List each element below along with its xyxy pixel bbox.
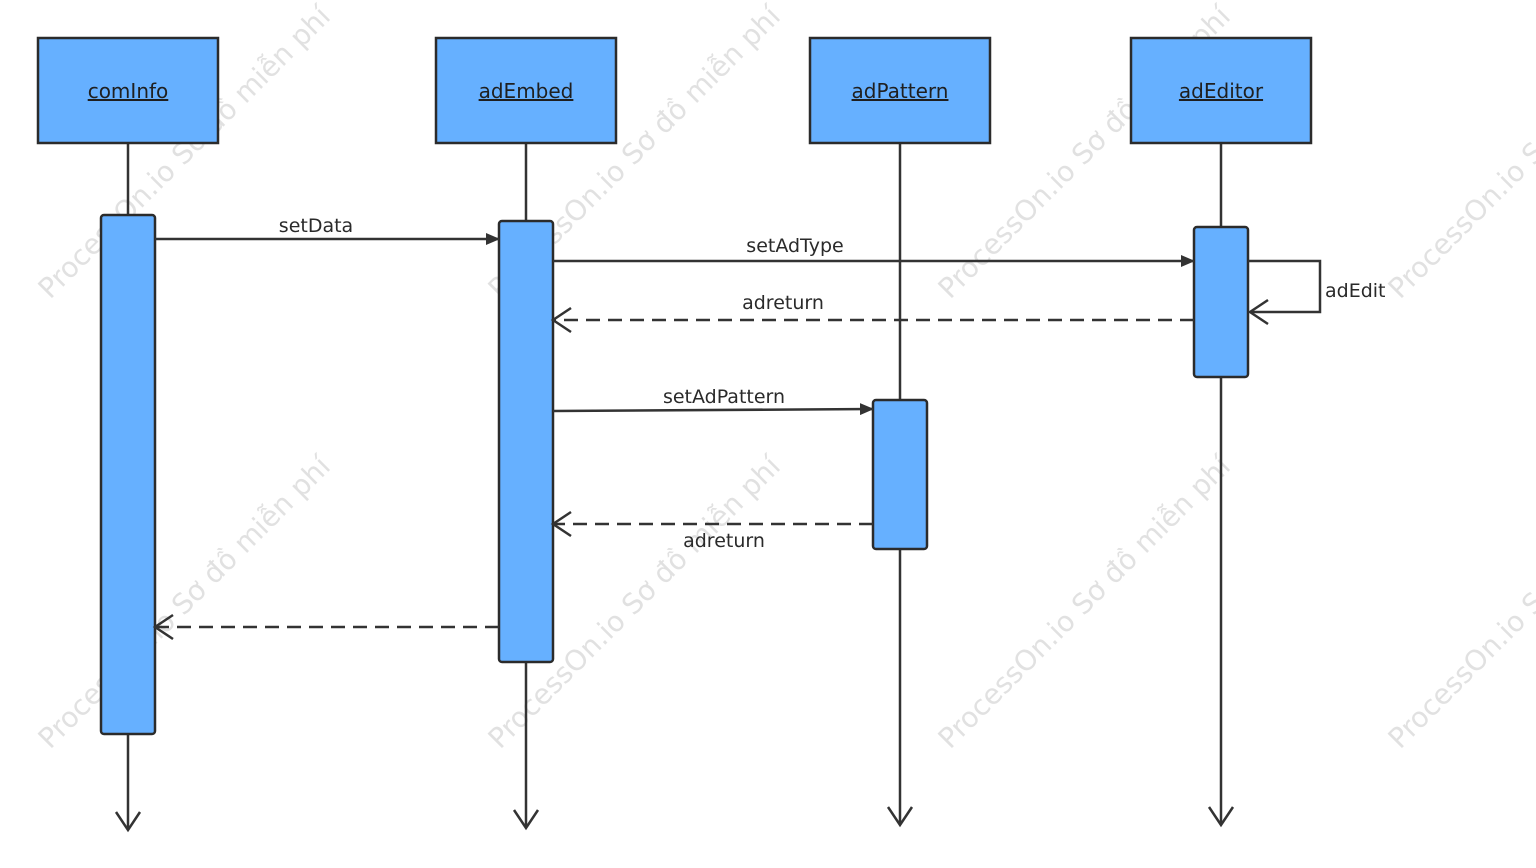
watermark-7: ProcessOn.io Sơ đồ miễn phí — [932, 449, 1238, 755]
participant-adembed[interactable]: adEmbed — [434, 36, 618, 145]
message-adreturn1-arrowhead — [550, 306, 572, 334]
activations — [99, 213, 1250, 736]
participant-cominfo-label: comInfo — [88, 79, 169, 103]
message-adreturn1-label: adreturn — [742, 292, 824, 314]
activation-adpattern[interactable] — [871, 398, 929, 551]
messages — [152, 233, 1322, 641]
participant-adembed-label: adEmbed — [479, 79, 574, 103]
watermark-5: ProcessOn.io Sơ đồ miễn phí — [32, 449, 338, 755]
participant-cominfo[interactable]: comInfo — [36, 36, 220, 145]
activation-adeditor[interactable] — [1192, 225, 1250, 379]
participant-adpattern[interactable]: adPattern — [808, 36, 992, 145]
message-adedit-arrowhead — [1247, 298, 1269, 326]
message-adedit-arrow[interactable] — [1248, 259, 1322, 314]
participants: comInfo adEmbed adPattern adEditor — [36, 36, 1313, 145]
lifeline-adpattern-end-arrow — [886, 806, 914, 828]
participant-adeditor[interactable]: adEditor — [1129, 36, 1313, 145]
message-setdata-label: setData — [279, 215, 353, 237]
message-adreturn2-arrowhead — [550, 510, 572, 538]
participant-adpattern-label: adPattern — [852, 79, 949, 103]
activation-cominfo[interactable] — [99, 213, 157, 736]
lifeline-adembed-end-arrow — [512, 809, 540, 831]
watermark-4: ProcessOn.io Sơ đồ miễn phí — [1382, 0, 1536, 305]
participant-adeditor-label: adEditor — [1179, 79, 1264, 103]
message-setadpattern-label: setAdPattern — [663, 386, 785, 408]
lifeline-adeditor-end-arrow — [1207, 806, 1235, 828]
message-setadtype-label: setAdType — [746, 235, 843, 257]
watermark-8: ProcessOn.io Sơ đồ miễn phí — [1382, 449, 1536, 755]
message-labels: setData setAdType adEdit adreturn setAdP… — [279, 215, 1386, 552]
message-adedit-label: adEdit — [1325, 280, 1386, 302]
message-return-cominfo-arrowhead — [152, 613, 174, 641]
lifeline-cominfo-end-arrow — [114, 811, 142, 833]
message-setadpattern-arrow[interactable] — [552, 403, 874, 416]
activation-adembed[interactable] — [497, 219, 555, 664]
message-adreturn2-label: adreturn — [683, 530, 765, 552]
